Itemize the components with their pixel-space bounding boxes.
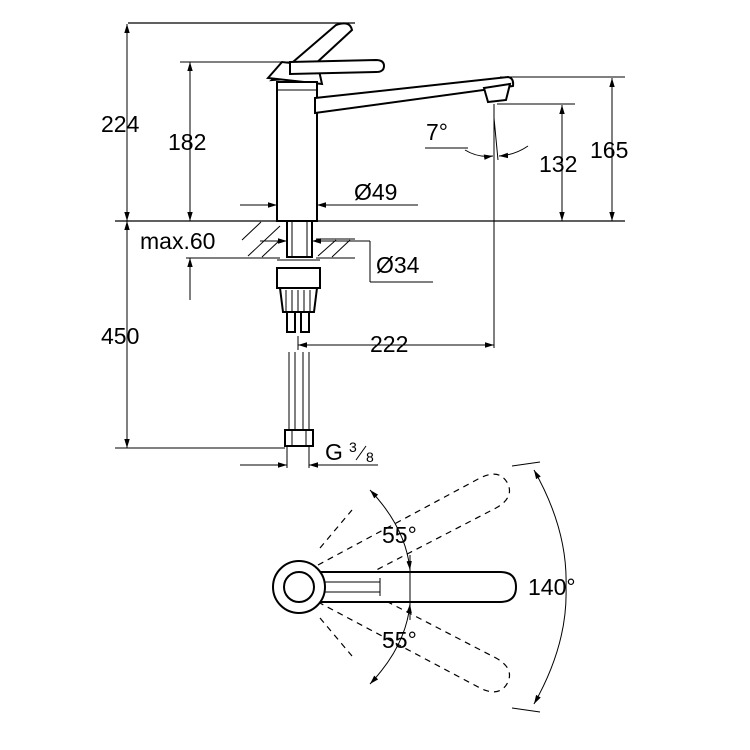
angle-140-label: 140° [528, 574, 576, 600]
countertop-hatch-left [240, 220, 281, 259]
dim-182: 182 [168, 61, 290, 221]
dim-165-label: 165 [590, 137, 628, 163]
lever-closed [289, 58, 386, 76]
faucet-body [276, 81, 318, 222]
dim-450-label: 450 [101, 323, 139, 349]
dim-224: 224 [101, 24, 140, 221]
lever-raised [128, 22, 355, 86]
dim-max-60-label: max.60 [140, 228, 215, 254]
side-view: 7° 224 182 165 132 Ø49 [101, 22, 628, 468]
dim-222: 222 [297, 331, 494, 357]
spout-outlet [482, 82, 512, 104]
angle-7-label: 7° [426, 119, 448, 145]
dim-132: 132 [539, 105, 577, 221]
angle-55-down: 55° [369, 603, 417, 685]
top-view: 55° 55° 140° [272, 461, 576, 713]
lever-top [299, 571, 518, 603]
angle-140: 140° [511, 461, 576, 713]
angle-55-up-label: 55° [382, 522, 417, 548]
dim-diameter-34-label: Ø34 [376, 252, 420, 278]
supply-hoses [284, 352, 314, 468]
dim-132-label: 132 [539, 151, 577, 177]
thread-denominator: 8 [366, 449, 374, 465]
angle-55-down-label: 55° [382, 627, 417, 653]
body-inner-circle [283, 571, 315, 603]
dim-450: 450 [101, 221, 285, 449]
lever-rotated-down [317, 571, 511, 693]
dim-diameter-34: Ø34 [312, 238, 433, 283]
dim-max-60: max.60 [140, 228, 287, 300]
angle-55-up: 55° [369, 489, 417, 571]
dim-224-label: 224 [101, 111, 140, 137]
dim-diameter-49-label: Ø49 [354, 179, 397, 205]
dim-diameter-49: Ø49 [240, 179, 418, 208]
angle-7-dimension: 7° [425, 115, 529, 161]
dim-165: 165 [590, 78, 628, 221]
mounting-shank [276, 220, 321, 333]
thread-g-label: G [325, 439, 343, 465]
spout [314, 75, 515, 115]
thread-numerator: 3 [349, 439, 357, 455]
dim-222-label: 222 [370, 331, 408, 357]
thread-dimension: G 3 8 [240, 439, 378, 468]
countertop-hatch-right [316, 238, 355, 259]
dim-182-label: 182 [168, 129, 206, 155]
lever-rotated-up [317, 473, 511, 595]
